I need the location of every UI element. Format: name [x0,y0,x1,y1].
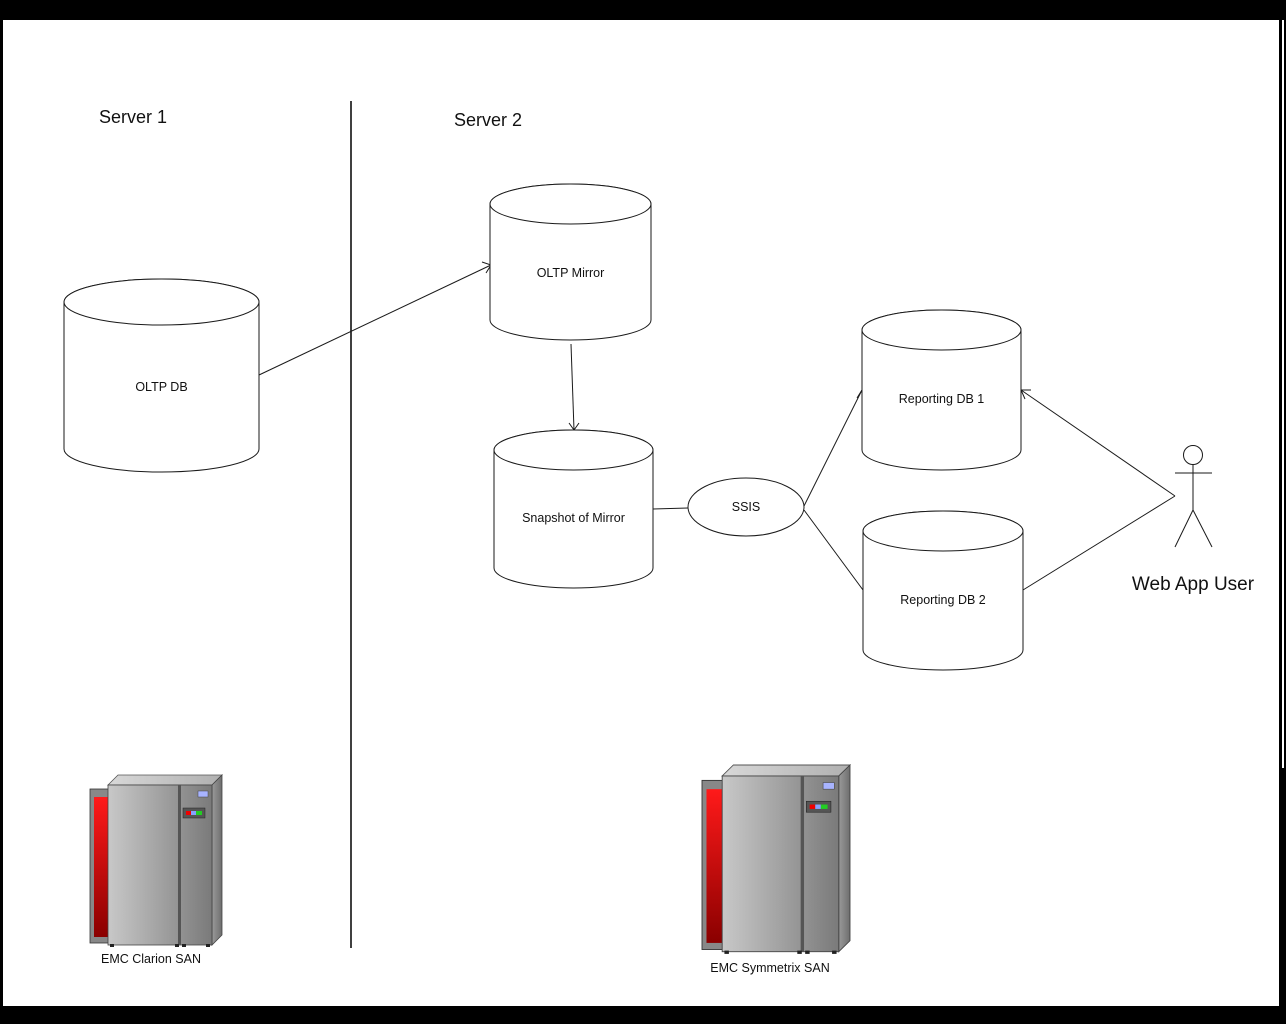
server-rack-icon [701,763,852,954]
database-label: Snapshot of Mirror [522,511,625,525]
database-label: OLTP Mirror [537,266,605,280]
storage-emc-clarion[interactable]: EMC Clarion SAN [89,774,223,966]
section-label-server2: Server 2 [454,110,522,130]
cylinder-top [862,510,1024,552]
cylinder-top [861,309,1022,351]
server-rack-icon [89,774,223,947]
storage-label: EMC Symmetrix SAN [710,961,829,975]
connector-oltp-to-mirror [258,264,492,376]
window-edge [1282,20,1284,768]
cylinder-top [63,278,260,326]
stick-figure-icon [1174,445,1213,548]
database-oltp-mirror[interactable]: OLTP Mirror [489,183,652,341]
database-label: Reporting DB 1 [899,392,985,406]
connector-snapshot-to-ssis [652,507,689,510]
database-label: OLTP DB [135,380,187,394]
database-reporting-db-2[interactable]: Reporting DB 2 [862,510,1024,671]
database-snapshot[interactable]: Snapshot of Mirror [493,429,654,589]
connector-ssis-to-reporting1 [803,389,863,507]
actor-web-app-user[interactable]: Web App User [1132,445,1255,596]
database-reporting-db-1[interactable]: Reporting DB 1 [861,309,1022,471]
cylinder-top [493,429,654,471]
connector-user-to-reporting1 [1020,389,1176,497]
process-label: SSIS [732,500,761,514]
actor-label: Web App User [1132,574,1255,595]
connector-mirror-to-snapshot [570,343,575,431]
storage-label: EMC Clarion SAN [101,952,201,966]
connector-user-to-reporting2 [1022,495,1176,591]
storage-emc-symmetrix[interactable]: EMC Symmetrix SAN [701,763,852,975]
connector-ssis-to-reporting2 [803,509,864,591]
database-label: Reporting DB 2 [900,593,986,607]
section-label-server1: Server 1 [99,107,167,127]
database-oltp-db[interactable]: OLTP DB [63,278,260,473]
cylinder-top [489,183,652,225]
process-ssis[interactable]: SSIS [687,477,805,537]
